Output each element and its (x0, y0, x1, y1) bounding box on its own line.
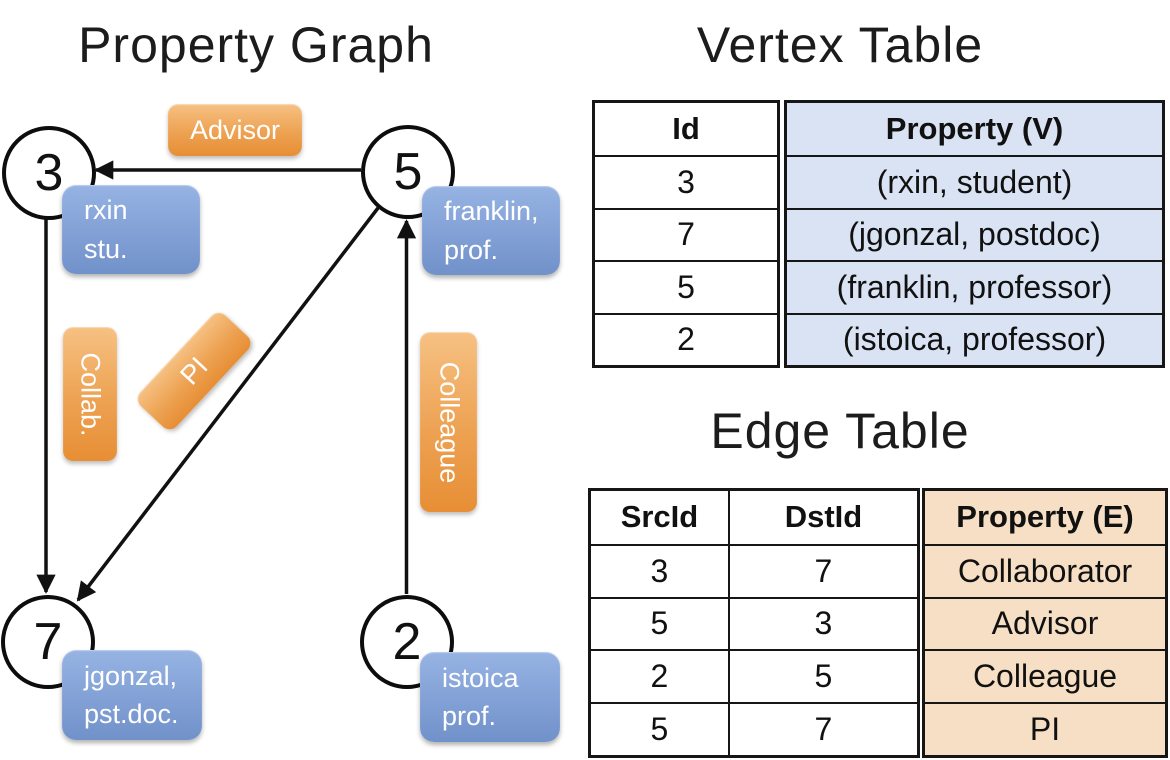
vertex-property-line: prof. (442, 701, 497, 731)
table-cell: (jgonzal, postdoc) (787, 207, 1162, 261)
vertex-id: 2 (392, 613, 422, 671)
table-cell: (franklin, professor) (787, 260, 1162, 313)
table-cell: 2 (595, 312, 777, 365)
table-cell: 3 (727, 596, 917, 650)
vertex-table-property-column: Property (V) (rxin, student) (jgonzal, p… (784, 100, 1165, 368)
vertex-property-line: rxin (84, 195, 128, 226)
vertex-property-box-2: istoica prof. (420, 652, 560, 742)
vertex-id: 5 (393, 143, 423, 201)
vertex-property-box-7: jgonzal, pst.doc. (62, 650, 202, 740)
edge-label-text: Advisor (189, 114, 281, 145)
edge-table-header-property: Property (E) (925, 491, 1165, 544)
vertex-circle-5: 5 (361, 125, 455, 219)
table-cell: 2 (591, 649, 728, 702)
edge-pi-5-to-7 (76, 206, 380, 602)
edge-label-text: PI (173, 351, 214, 391)
property-graph-title: Property Graph (78, 17, 434, 73)
table-cell: (istoica, professor) (787, 312, 1162, 365)
edge-label-advisor: Advisor (168, 104, 302, 156)
vertex-property-line: jgonzal, (84, 660, 178, 691)
table-cell: 3 (591, 543, 728, 597)
table-cell: Colleague (925, 649, 1165, 703)
table-cell: 5 (591, 702, 728, 755)
edge-label-text: Collab. (75, 351, 106, 437)
vertex-property-line: stu. (84, 233, 128, 264)
edge-table-property-column: Property (E) Collaborator Advisor Collea… (922, 488, 1168, 758)
table-cell: 5 (595, 260, 777, 312)
edge-label-colleague: Colleague (420, 332, 477, 512)
table-cell: 7 (727, 543, 917, 597)
table-cell: PI (925, 702, 1165, 755)
vertex-table-id-column: Id 3 7 5 2 (592, 100, 780, 368)
table-cell: (rxin, student) (787, 155, 1162, 208)
table-cell: 5 (727, 649, 917, 703)
vertex-property-line: istoica (442, 662, 519, 693)
vertex-id: 7 (33, 613, 63, 671)
edge-table-header-dstid: DstId (727, 491, 917, 544)
vertex-property-line: franklin, (444, 196, 539, 227)
table-cell: Advisor (925, 596, 1165, 650)
vertex-property-box-3: rxin stu. (62, 185, 200, 274)
vertex-table-header-property: Property (V) (787, 103, 1162, 156)
edge-table-title: Edge Table (710, 403, 970, 459)
vertex-table-title: Vertex Table (696, 17, 984, 73)
vertex-property-line: prof. (444, 234, 499, 265)
table-cell: Collaborator (925, 543, 1165, 597)
table-cell: 7 (595, 207, 777, 260)
table-cell: 5 (591, 596, 728, 650)
vertex-property-box-5: franklin, prof. (422, 186, 560, 275)
vertex-circle-2: 2 (360, 595, 454, 689)
table-cell: 7 (727, 702, 917, 755)
table-cell: 3 (595, 155, 777, 207)
edge-table-ids-columns: SrcId DstId 3 7 5 3 2 5 5 7 (588, 488, 920, 758)
edge-label-collab: Collab. (63, 327, 117, 461)
vertex-table-header-id: Id (672, 111, 700, 147)
vertex-id: 3 (34, 144, 64, 202)
edge-table-header-srcid: SrcId (620, 499, 699, 535)
edge-label-text: Colleague (434, 361, 464, 483)
vertex-property-line: pst.doc. (84, 699, 179, 729)
graph-edges-layer (36, 160, 417, 602)
